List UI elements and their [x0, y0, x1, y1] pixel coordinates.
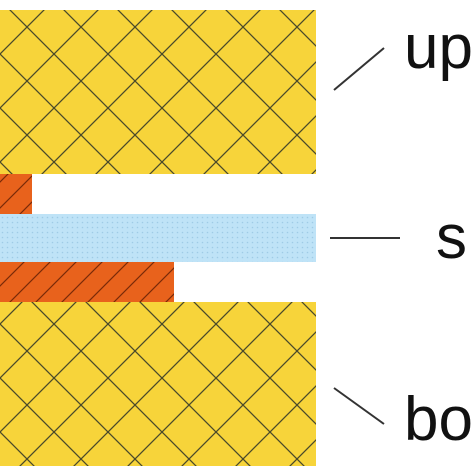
middle-label: s — [436, 203, 467, 272]
middle-sheet — [0, 214, 316, 262]
upper-block — [0, 10, 316, 174]
bottom-leader-line — [333, 387, 385, 425]
upper-leader-line — [333, 47, 385, 91]
lower-adhesive — [0, 262, 174, 302]
bottom-label: bo — [404, 385, 473, 454]
upper-adhesive — [0, 174, 32, 214]
upper-label: up — [404, 13, 473, 82]
lower-block — [0, 302, 316, 466]
